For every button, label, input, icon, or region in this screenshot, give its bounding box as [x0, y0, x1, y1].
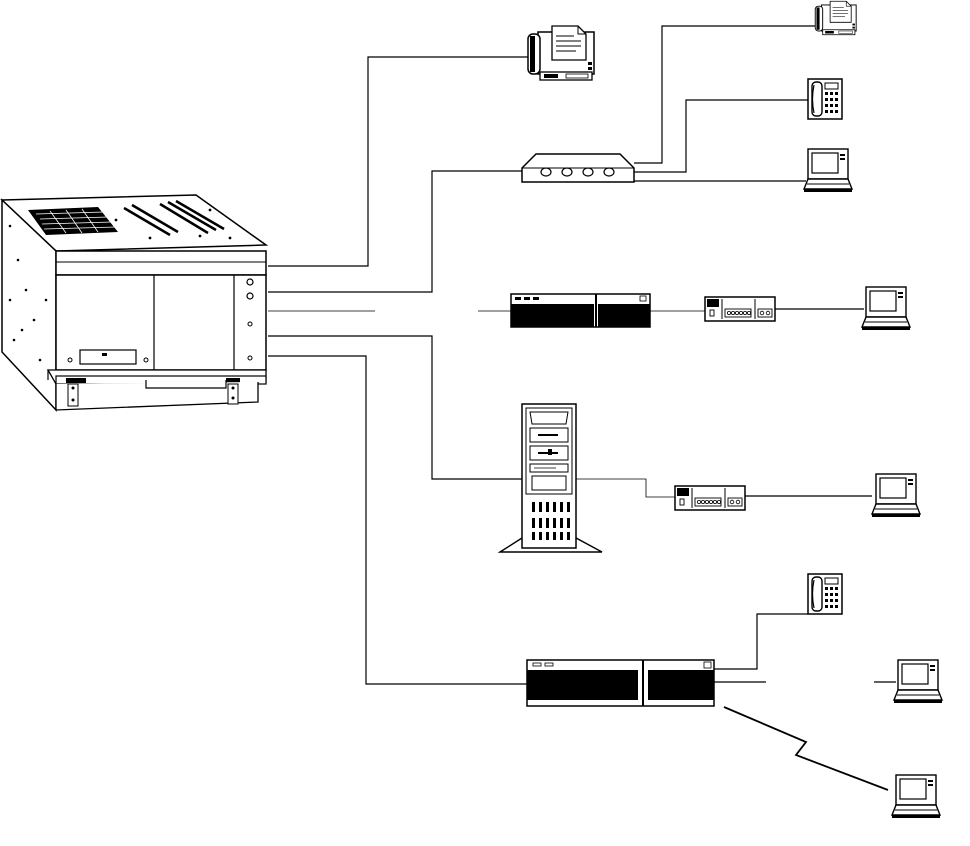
rack-unit-icon[interactable] — [527, 660, 714, 706]
network-hub-icon[interactable] — [705, 297, 775, 321]
link-modem-fax — [634, 26, 816, 163]
equipment-chassis-icon[interactable] — [2, 195, 266, 410]
link-rack-phone — [714, 614, 808, 669]
telephone-icon[interactable] — [808, 574, 842, 614]
modem-icon[interactable] — [522, 154, 634, 182]
link-chassis-rack-bottom — [268, 356, 527, 684]
rack-unit-icon[interactable] — [511, 294, 650, 327]
link-modem-phone — [634, 100, 808, 172]
fax-machine-icon[interactable] — [528, 26, 594, 80]
link-tower-hub — [576, 479, 675, 497]
connection-lines — [268, 26, 896, 684]
laptop-icon[interactable] — [894, 660, 942, 703]
fax-machine-icon[interactable] — [815, 1, 856, 34]
link-chassis-fax — [268, 57, 528, 266]
laptop-icon[interactable] — [862, 287, 910, 330]
link-chassis-modem — [268, 171, 522, 292]
laptop-icon[interactable] — [872, 474, 920, 517]
link-chassis-tower — [268, 336, 522, 479]
tower-server-icon[interactable] — [500, 404, 602, 552]
laptop-icon[interactable] — [892, 775, 940, 818]
laptop-icon[interactable] — [804, 149, 852, 192]
telephone-icon[interactable] — [808, 79, 842, 119]
network-hub-icon[interactable] — [675, 486, 745, 510]
wireless-link-icon — [724, 707, 888, 790]
